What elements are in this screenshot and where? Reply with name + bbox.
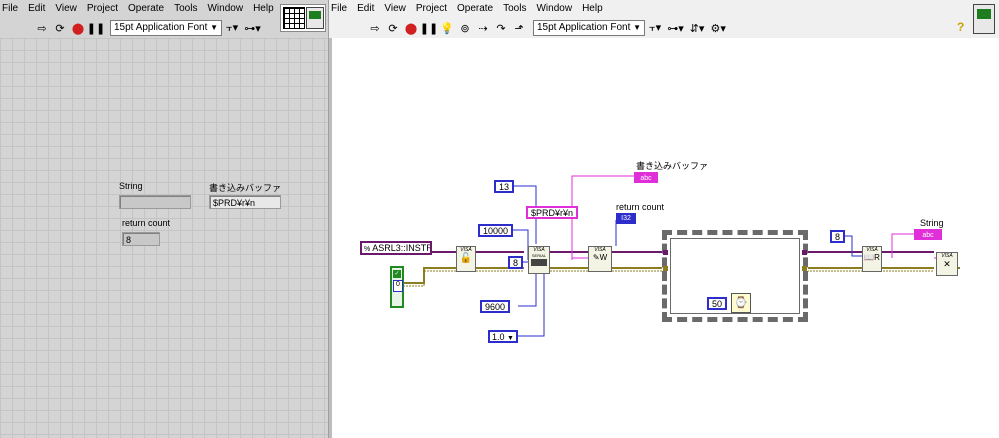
menu-project[interactable]: Project: [86, 3, 118, 14]
block-diagram-menubar: File Edit View Project Operate Tools Win…: [329, 0, 999, 18]
write-icon: ✎W: [592, 253, 608, 262]
pause-icon[interactable]: ❚❚: [86, 22, 106, 35]
run-arrow-icon[interactable]: ⇨: [370, 22, 380, 35]
const-13[interactable]: 13: [494, 180, 515, 193]
menu-project[interactable]: Project: [415, 3, 447, 14]
const-8-serial[interactable]: 8: [508, 256, 524, 269]
distribute-objects-icon[interactable]: ⊶▾: [244, 22, 261, 35]
vi-icon[interactable]: [973, 4, 995, 34]
step-over-icon[interactable]: ↷: [496, 22, 506, 35]
buffer-terminal[interactable]: abc: [634, 172, 658, 183]
error-cluster-constant[interactable]: ✓ 0: [390, 266, 404, 308]
const-9600[interactable]: 9600: [480, 300, 511, 313]
visa-write-node[interactable]: VISA ✎W: [588, 246, 612, 272]
buffer-label: 書き込みバッファ: [209, 183, 282, 193]
visa-configure-serial-node[interactable]: VISA SERIAL: [528, 246, 550, 274]
tunnel-left-visa: [663, 250, 668, 255]
string-terminal-label: String: [920, 218, 944, 228]
return-count-terminal-label: return count: [616, 202, 665, 212]
open-lock-icon: 🔓: [459, 253, 473, 264]
sequence-frame: [670, 238, 800, 314]
run-continuous-icon[interactable]: ⟳: [55, 22, 65, 35]
buffer-terminal-label: 書き込みバッファ: [636, 161, 709, 171]
run-continuous-icon[interactable]: ⟳: [388, 22, 398, 35]
error-code-field: 0: [393, 280, 403, 292]
menu-view[interactable]: View: [55, 3, 77, 14]
block-diagram-window: File Edit View Project Operate Tools Win…: [329, 0, 999, 438]
error-status-indicator: ✓: [393, 270, 401, 278]
reorder-icon[interactable]: ⇵▾: [689, 22, 705, 35]
menu-operate[interactable]: Operate: [127, 3, 165, 14]
front-panel-canvas[interactable]: String 書き込みバッファ $PRD¥r¥n return count 8: [0, 38, 328, 438]
pause-icon[interactable]: ❚❚: [419, 22, 439, 35]
menu-window[interactable]: Window: [536, 3, 573, 14]
chevron-down-icon: ▼: [210, 23, 218, 32]
abort-icon[interactable]: ⬤: [71, 22, 85, 35]
visa-open-node[interactable]: VISA 🔓: [456, 246, 476, 272]
step-into-icon[interactable]: ⇢: [478, 22, 488, 35]
wait-ms-node[interactable]: ⌚: [731, 293, 751, 313]
menu-edit[interactable]: Edit: [28, 3, 46, 14]
menu-window[interactable]: Window: [207, 3, 244, 14]
flat-sequence-structure[interactable]: 50 ⌚: [662, 230, 808, 322]
string-terminal[interactable]: abc: [914, 229, 942, 240]
return-count-label: return count: [122, 218, 171, 228]
const-8-read[interactable]: 8: [830, 230, 846, 243]
menu-help[interactable]: Help: [253, 3, 274, 14]
serial-port-icon: [531, 259, 547, 266]
return-count-indicator: 8: [122, 232, 160, 246]
wait-ms-constant[interactable]: 50: [707, 297, 728, 310]
visa-close-node[interactable]: VISA ✕: [936, 252, 958, 276]
write-buffer-constant[interactable]: $PRD¥r¥n: [526, 206, 579, 219]
chevron-down-icon: ▼: [507, 335, 514, 342]
highlight-execution-icon[interactable]: 💡: [440, 22, 454, 35]
align-objects-icon[interactable]: ⫟▾: [226, 22, 239, 34]
tunnel-right-error: [802, 266, 807, 271]
read-icon: 📖R: [864, 253, 880, 262]
vi-icon: [306, 7, 324, 29]
vi-icon-panel[interactable]: [280, 4, 326, 32]
menu-view[interactable]: View: [384, 3, 406, 14]
const-1-0[interactable]: 1.0 ▼: [488, 330, 518, 343]
menu-help[interactable]: Help: [582, 3, 603, 14]
watch-icon: ⌚: [734, 297, 748, 309]
menu-operate[interactable]: Operate: [456, 3, 494, 14]
string-indicator: [119, 195, 191, 209]
visa-resource-icon: %: [364, 246, 371, 253]
tunnel-right-visa: [802, 250, 807, 255]
block-diagram-toolbar: ⇨ ⟳ ⬤ ❚❚ 💡 ⊚ ⇢ ↷ ⬏ 15pt Application Font…: [329, 18, 999, 38]
window-divider: [328, 0, 329, 438]
front-panel-toolbar: ⇨ ⟳ ⬤ ❚❚ 15pt Application Font▼ ⫟▾ ⊶▾: [0, 18, 328, 38]
font-selector[interactable]: 15pt Application Font▼: [533, 20, 645, 36]
align-objects-icon[interactable]: ⫟▾: [649, 22, 662, 34]
connector-pane-icon: [283, 7, 305, 29]
menu-edit[interactable]: Edit: [357, 3, 375, 14]
menu-tools[interactable]: Tools: [503, 3, 527, 14]
retain-wire-values-icon[interactable]: ⊚: [460, 22, 470, 35]
block-diagram-canvas[interactable]: % ASRL3::INSTR ▼ ✓ 0 VISA 🔓 13 10000 8 9…: [329, 38, 999, 438]
visa-resource-constant[interactable]: % ASRL3::INSTR ▼: [360, 241, 432, 255]
menu-file[interactable]: File: [2, 3, 19, 14]
help-icon[interactable]: ?: [957, 20, 965, 34]
chevron-down-icon: ▼: [633, 23, 641, 32]
menu-file[interactable]: File: [331, 3, 348, 14]
string-label: String: [119, 181, 143, 191]
menu-tools[interactable]: Tools: [174, 3, 198, 14]
tunnel-left-error: [663, 266, 668, 271]
front-panel-window: File Edit View Project Operate Tools Win…: [0, 0, 328, 438]
abort-icon[interactable]: ⬤: [404, 22, 418, 35]
step-out-icon[interactable]: ⬏: [514, 22, 524, 35]
visa-read-node[interactable]: VISA 📖R: [862, 246, 882, 272]
buffer-control[interactable]: $PRD¥r¥n: [209, 195, 281, 209]
return-count-terminal[interactable]: I32: [616, 213, 636, 224]
run-arrow-icon[interactable]: ⇨: [37, 22, 47, 35]
const-10000[interactable]: 10000: [478, 224, 514, 237]
font-selector[interactable]: 15pt Application Font▼: [110, 20, 222, 36]
distribute-objects-icon[interactable]: ⊶▾: [667, 22, 684, 35]
front-panel-menubar: File Edit View Project Operate Tools Win…: [0, 0, 328, 18]
close-icon: ✕: [943, 259, 951, 269]
cleanup-diagram-icon[interactable]: ⚙▾: [710, 22, 726, 35]
